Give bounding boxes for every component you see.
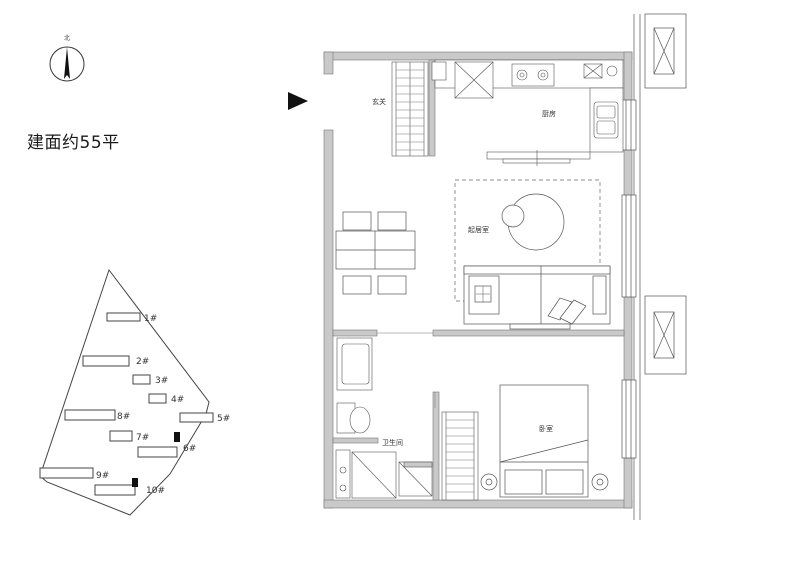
building-6-label: 6# <box>183 444 196 454</box>
building-2-label: 2# <box>136 357 149 367</box>
coffee-table <box>501 193 565 251</box>
building-6-block <box>137 446 178 458</box>
building-7-block <box>109 430 133 442</box>
building-10-block <box>94 484 136 496</box>
bed <box>480 384 609 498</box>
building-9-label: 9# <box>96 471 109 481</box>
tv-cabinet <box>486 150 591 166</box>
building-4-block <box>148 393 167 404</box>
bathroom-fixtures <box>335 337 433 499</box>
entrance-cabinet-slats <box>396 69 424 151</box>
building-1-block <box>106 312 141 322</box>
site-plan: 1# 2# 3# 4# 5# 6# 7# 8# 9# 10# <box>39 268 230 516</box>
cooktop <box>511 63 555 87</box>
sofa <box>463 265 611 330</box>
highlight-building-marker-1 <box>174 432 180 442</box>
door-swings <box>377 332 436 408</box>
bedroom-wardrobe <box>441 411 479 501</box>
building-5-label: 5# <box>217 414 230 424</box>
dining-table <box>335 211 416 295</box>
building-10-label: 10# <box>146 486 165 496</box>
building-2-block <box>82 355 130 367</box>
room-label-living: 起居室 <box>468 225 489 234</box>
room-label-entrance: 玄关 <box>372 97 386 106</box>
building-1-label: 1# <box>144 314 157 324</box>
building-5-block <box>179 412 214 423</box>
building-7-label: 7# <box>136 433 149 443</box>
room-label-bedroom: 卧室 <box>539 424 553 433</box>
building-3-block <box>132 374 151 385</box>
entry-arrow-icon <box>288 92 308 110</box>
room-label-bathroom: 卫生间 <box>382 438 403 447</box>
area-label: 建面约55平 <box>27 133 120 153</box>
compass-north-label: 北 <box>64 34 70 42</box>
building-3-label: 3# <box>155 376 168 386</box>
wardrobe-slats <box>446 419 474 493</box>
windows <box>621 99 637 459</box>
highlight-building-marker-2 <box>132 478 138 487</box>
building-4-label: 4# <box>171 395 184 405</box>
balcony <box>633 13 687 520</box>
building-9-block <box>39 467 94 479</box>
building-8-block <box>64 409 116 421</box>
compass-needle-icon <box>64 47 70 79</box>
compass: 北 <box>49 34 85 82</box>
building-8-label: 8# <box>117 412 130 422</box>
entrance-cabinet <box>391 61 429 157</box>
apartment-plan: 玄关 厨房 <box>323 13 687 520</box>
room-label-kitchen: 厨房 <box>542 109 556 118</box>
kitchen-counter <box>431 59 624 153</box>
